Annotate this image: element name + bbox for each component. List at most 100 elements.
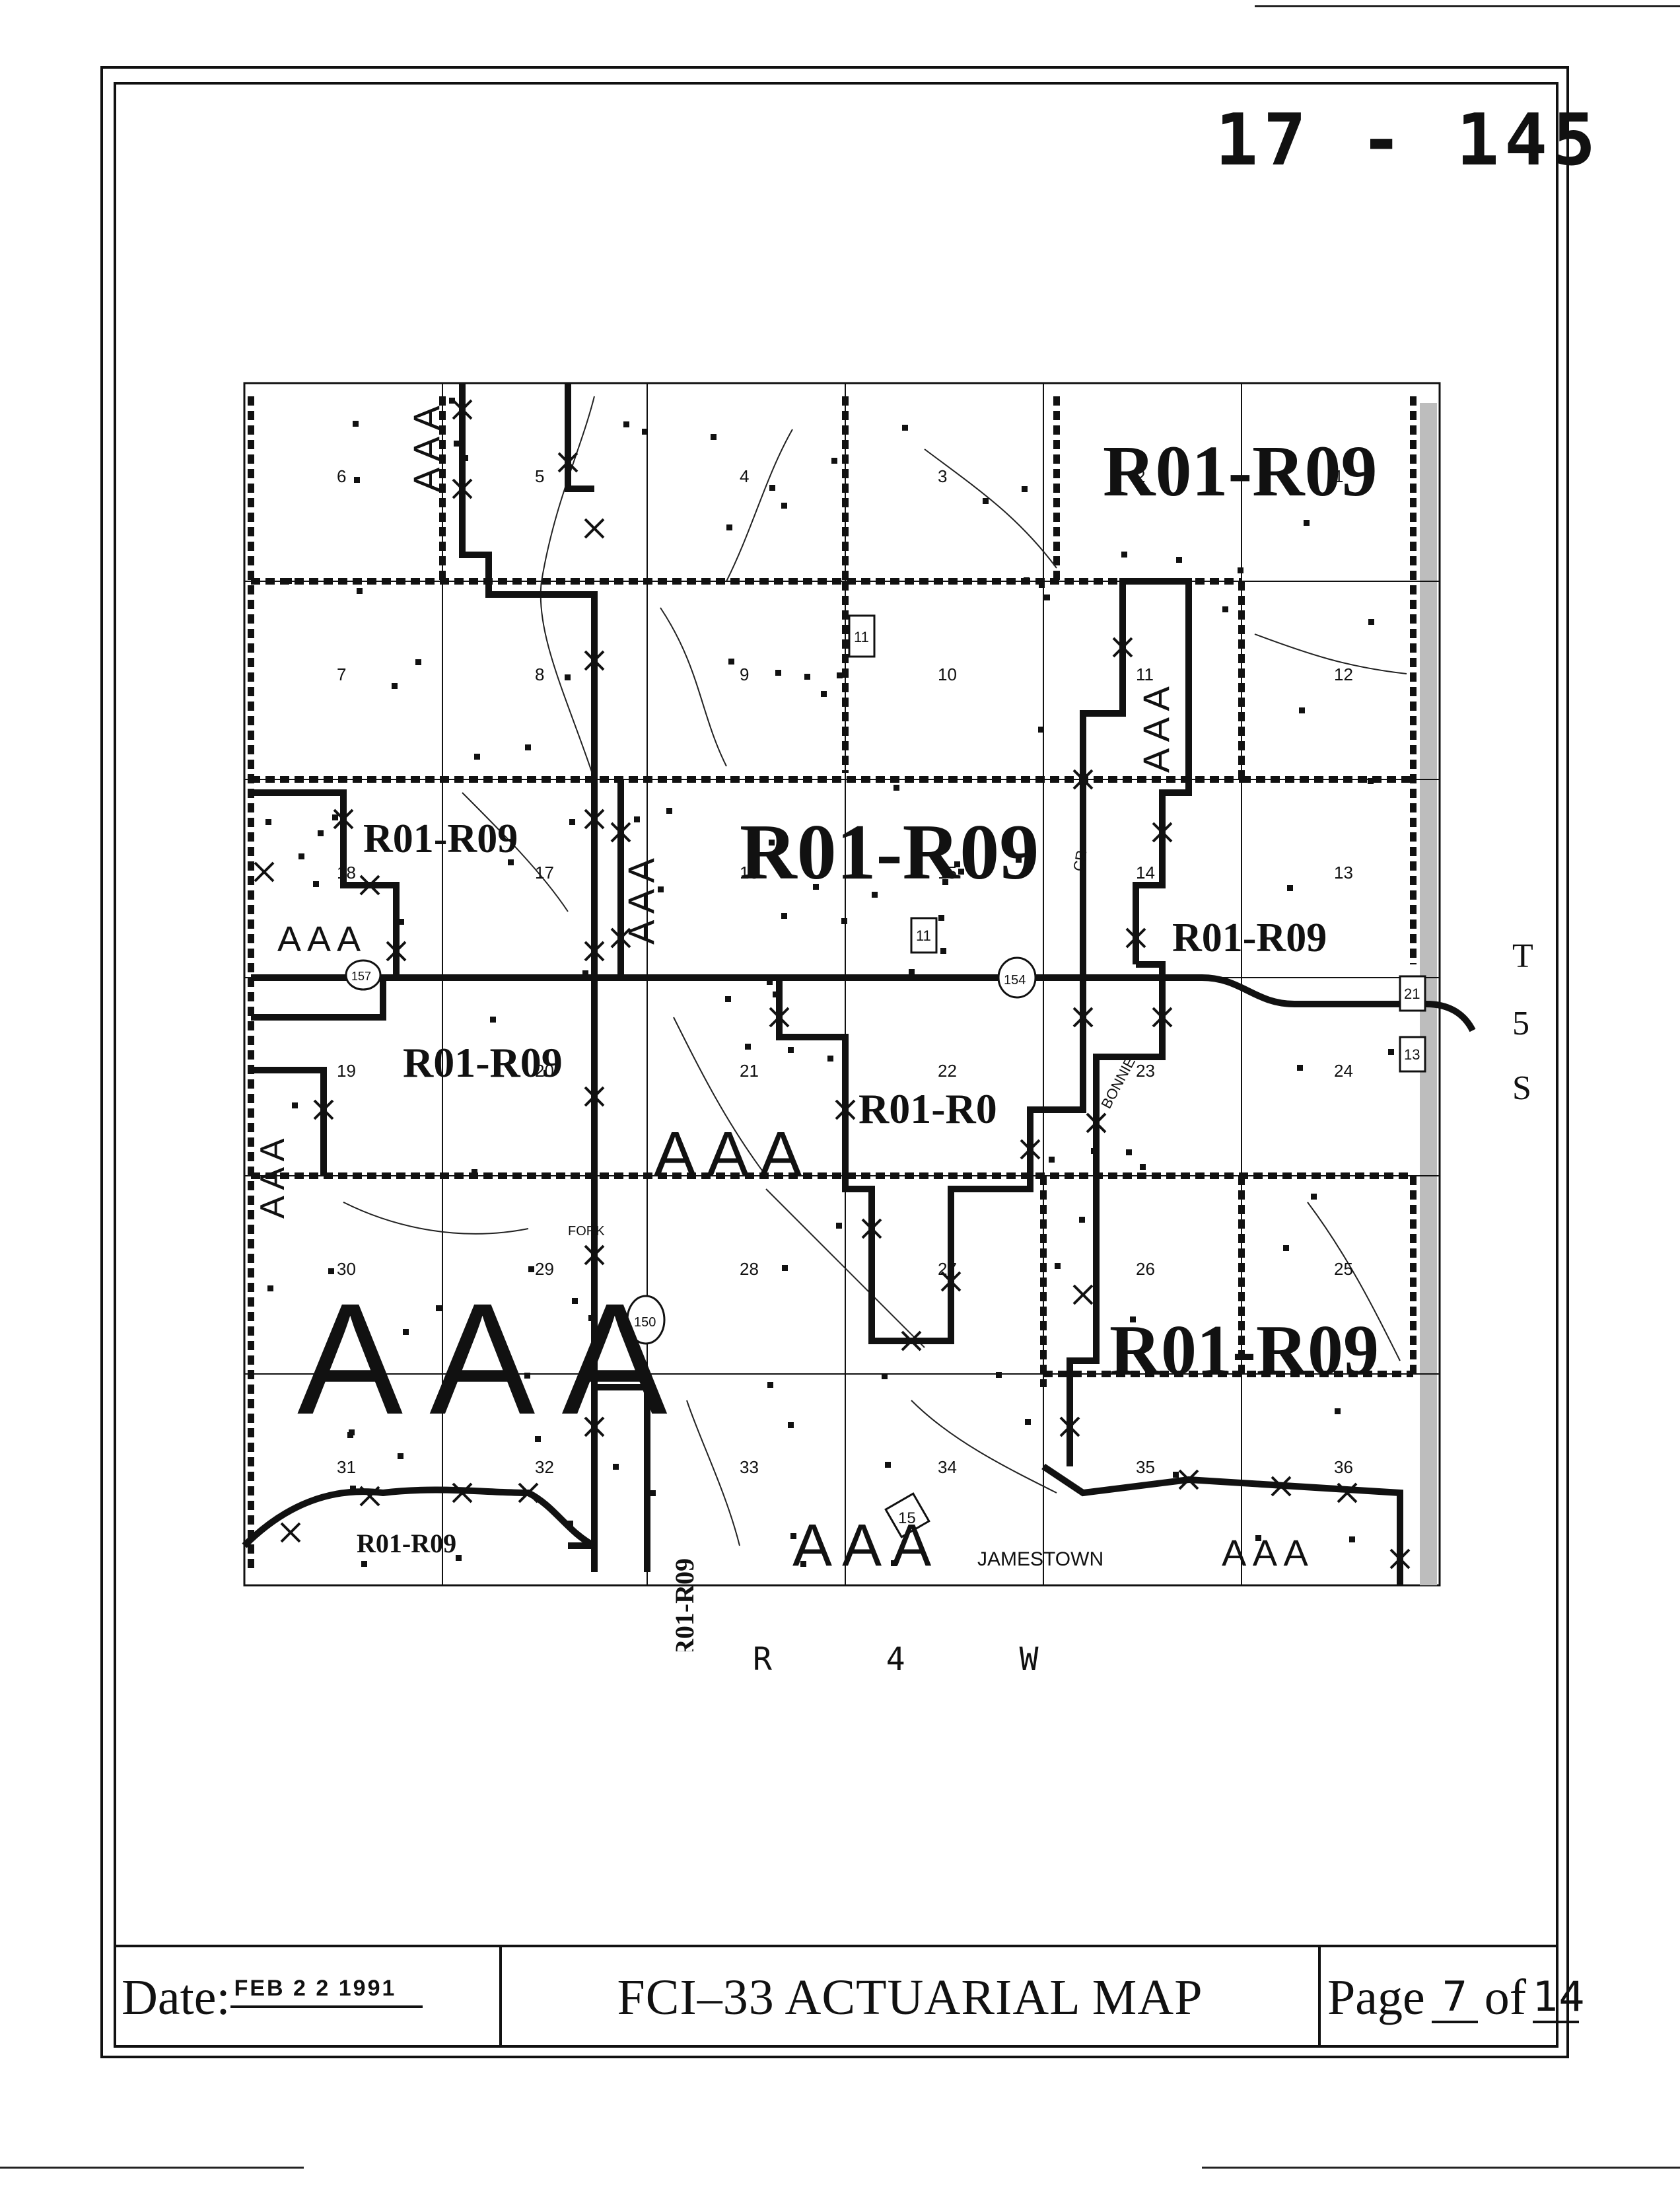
date-cell: Date: FEB 2 2 1991 bbox=[114, 1947, 502, 2048]
building-marker bbox=[940, 948, 946, 954]
page-current: 7 bbox=[1431, 1972, 1478, 2023]
section-number: 12 bbox=[1334, 665, 1353, 684]
road-shield-11-north bbox=[848, 614, 876, 658]
x-mark-stroke bbox=[901, 1330, 922, 1351]
stream bbox=[462, 792, 569, 912]
x-mark-stroke bbox=[610, 927, 631, 949]
building-marker bbox=[613, 1464, 619, 1470]
x-mark-stroke bbox=[313, 1099, 334, 1120]
building-marker bbox=[885, 1462, 891, 1468]
stream bbox=[1254, 633, 1407, 674]
x-mark-stroke bbox=[1072, 1284, 1094, 1305]
stream bbox=[343, 1202, 529, 1235]
x-mark-stroke bbox=[584, 1086, 605, 1107]
building-marker bbox=[449, 398, 455, 404]
building-marker bbox=[1373, 1001, 1379, 1007]
x-mark-stroke bbox=[1086, 1112, 1107, 1134]
section-number: 29 bbox=[535, 1259, 554, 1279]
section-number: 17 bbox=[535, 863, 554, 882]
section-number: 30 bbox=[337, 1259, 356, 1279]
road-shield-15 bbox=[884, 1492, 930, 1538]
township-letter-5: 5 bbox=[1512, 1005, 1529, 1042]
section-number: 14 bbox=[1136, 863, 1155, 882]
scan-line-top bbox=[1255, 5, 1680, 7]
section-number: 16 bbox=[740, 863, 759, 882]
boundary-x-marks bbox=[254, 399, 1411, 1569]
building-marker bbox=[1388, 1049, 1394, 1055]
road-shield-11-north-text: 11 bbox=[854, 629, 869, 645]
building-marker bbox=[837, 672, 843, 678]
x-mark-stroke bbox=[518, 1482, 539, 1503]
building-marker bbox=[1287, 885, 1293, 891]
building-marker bbox=[1368, 619, 1374, 625]
building-marker bbox=[1255, 1535, 1261, 1541]
x-mark-stroke bbox=[940, 1271, 962, 1292]
section-number: 15 bbox=[938, 863, 957, 882]
building-marker bbox=[1079, 1217, 1085, 1223]
rate-labels: R01-R09 R01-R09 R01-R09 R01-R09 R01-R09 … bbox=[357, 431, 1379, 1651]
zone-labels: A A A A A A A A A A A A A A A A A A A A … bbox=[254, 406, 1308, 1579]
section-number: 13 bbox=[1334, 863, 1353, 882]
range-label: R 4 W bbox=[753, 1641, 1086, 1678]
section-number: 27 bbox=[938, 1259, 957, 1279]
stream bbox=[924, 449, 1057, 569]
section-number: 34 bbox=[938, 1457, 957, 1477]
building-marker bbox=[788, 1422, 794, 1428]
zone-aaa-6: A A A bbox=[297, 1270, 668, 1447]
building-marker bbox=[415, 659, 421, 665]
section-number: 26 bbox=[1136, 1259, 1155, 1279]
building-marker bbox=[726, 524, 732, 530]
rate-label-1: R01-R09 bbox=[1103, 431, 1378, 511]
section-number: 10 bbox=[938, 665, 957, 684]
building-marker bbox=[1349, 1536, 1355, 1542]
scan-line-bottom-left bbox=[0, 2167, 304, 2169]
building-marker bbox=[490, 1017, 496, 1023]
zone-boundary bbox=[242, 1486, 596, 1549]
building-marker bbox=[1238, 567, 1243, 573]
rate-label-8: R01-R09 bbox=[357, 1529, 456, 1558]
x-mark-stroke bbox=[1152, 1007, 1173, 1028]
building-marker bbox=[392, 683, 398, 689]
building-marker bbox=[525, 744, 531, 750]
zone-aaa-1: A A A bbox=[405, 406, 447, 492]
building-marker bbox=[781, 913, 787, 919]
section-number: 24 bbox=[1334, 1061, 1353, 1081]
building-marker bbox=[666, 808, 672, 814]
section-number: 33 bbox=[740, 1457, 759, 1477]
x-mark-stroke bbox=[254, 861, 275, 882]
building-marker bbox=[398, 919, 404, 925]
x-mark-stroke bbox=[1072, 1007, 1094, 1028]
title-block: Date: FEB 2 2 1991 FCI–33 ACTUARIAL MAP … bbox=[114, 1945, 1585, 2048]
building-marker bbox=[767, 979, 773, 985]
x-mark-stroke bbox=[1178, 1469, 1199, 1490]
building-marker bbox=[634, 816, 640, 822]
zone-boundary bbox=[251, 974, 386, 1021]
highway-line bbox=[251, 974, 1476, 1032]
stream bbox=[765, 1188, 925, 1348]
building-marker bbox=[1130, 1316, 1136, 1322]
section-number: 22 bbox=[938, 1061, 957, 1081]
building-marker bbox=[286, 578, 292, 584]
building-marker bbox=[1091, 1148, 1097, 1154]
building-marker bbox=[891, 1560, 897, 1566]
building-marker bbox=[508, 859, 514, 865]
building-marker bbox=[298, 853, 304, 859]
building-marker bbox=[1283, 1245, 1289, 1251]
title-cell: FCI–33 ACTUARIAL MAP bbox=[502, 1947, 1321, 2048]
section-number: 9 bbox=[740, 665, 749, 684]
building-marker bbox=[1121, 552, 1127, 558]
road-shield-13-text: 13 bbox=[1404, 1046, 1420, 1063]
x-mark-stroke bbox=[1337, 1482, 1358, 1503]
x-mark-stroke bbox=[359, 1486, 380, 1507]
map-number: 17 - 145 bbox=[1215, 99, 1601, 182]
page-cell: Page 7 of 14 bbox=[1321, 1947, 1585, 2048]
place-bonnie: BONNIE bbox=[1098, 1054, 1138, 1111]
zone-boundary bbox=[565, 383, 594, 492]
stream bbox=[686, 1400, 740, 1546]
zone-aaa-2: A A A bbox=[277, 919, 361, 959]
building-marker bbox=[841, 918, 847, 924]
building-marker bbox=[745, 1044, 751, 1050]
stream bbox=[1307, 1202, 1401, 1361]
date-stamp: FEB 2 2 1991 bbox=[230, 1976, 423, 2008]
